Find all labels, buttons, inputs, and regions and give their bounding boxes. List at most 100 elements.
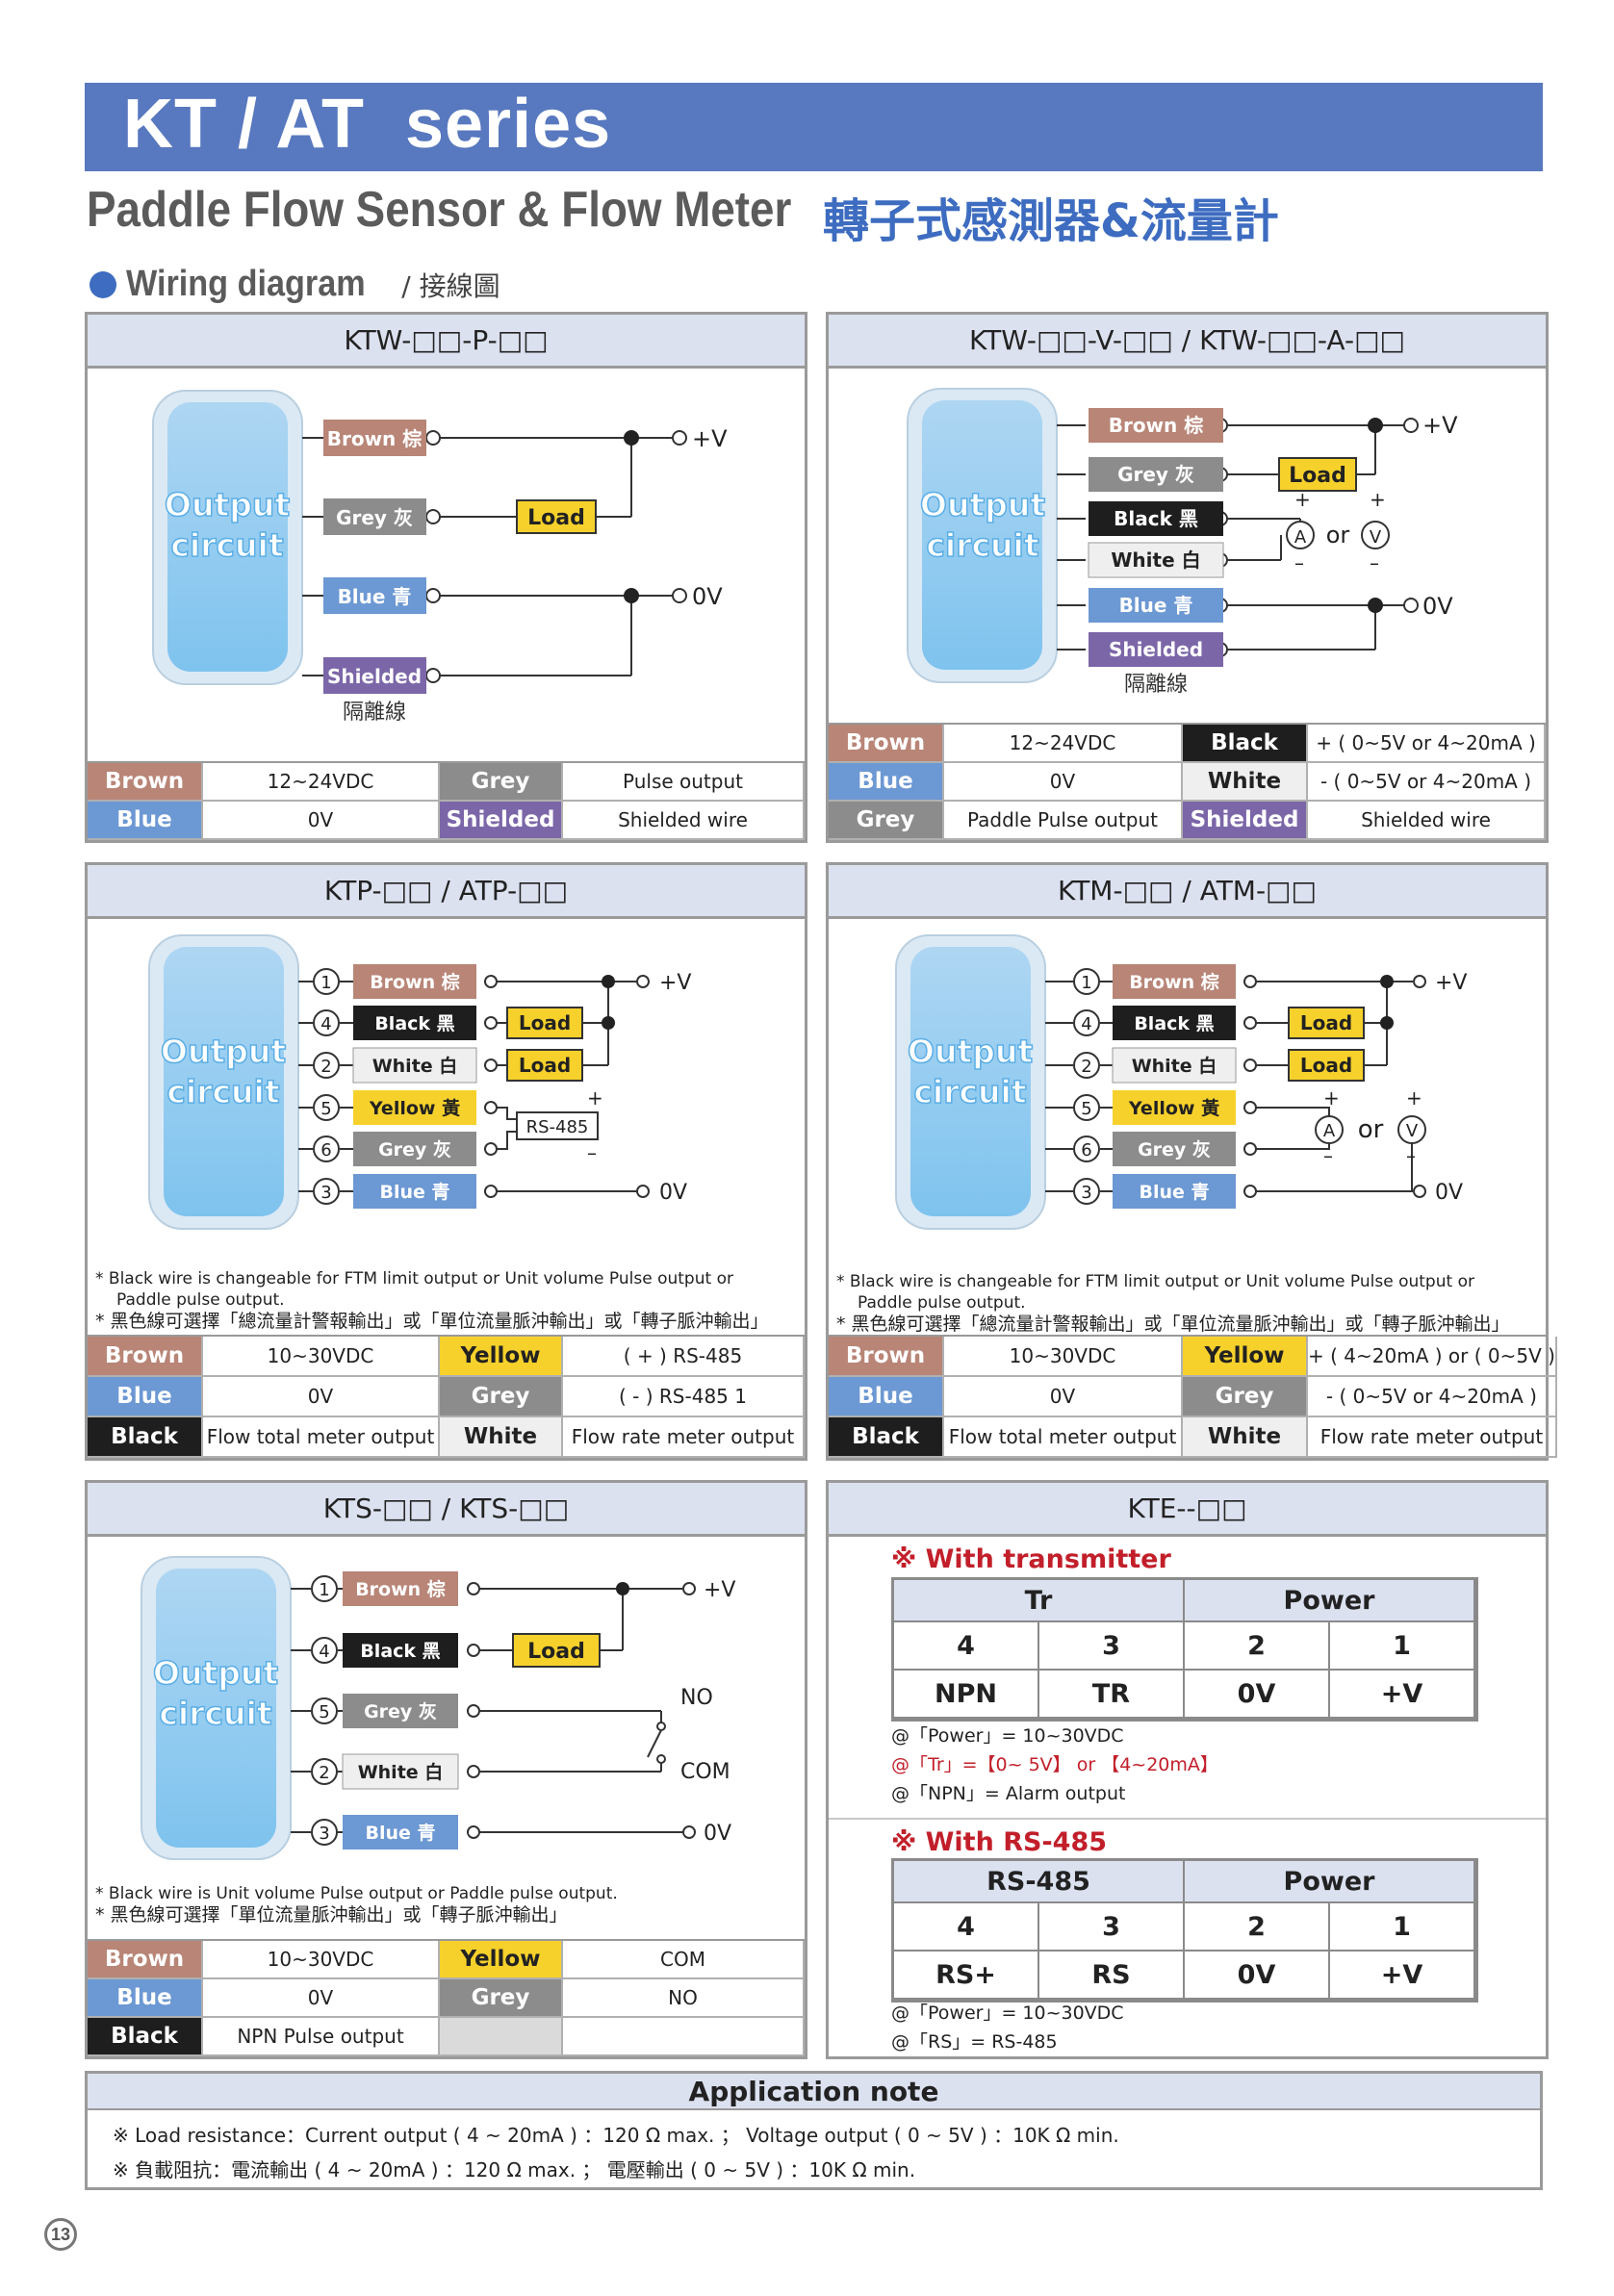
- svg-text:or: or: [1326, 522, 1350, 548]
- wiring-diagram: Output circuit 1 4: [141, 1556, 735, 1860]
- svg-text:Grey 灰: Grey 灰: [364, 1700, 437, 1722]
- svg-text:Load: Load: [527, 1640, 585, 1664]
- panel-ktm-atm: KTM-□□ / ATM-□□ Output circuit: [826, 862, 1557, 1461]
- panel-title: KTM-□□ / ATM-□□: [829, 865, 1546, 919]
- bullet-icon: [90, 270, 116, 298]
- page-title: KT / AT series: [123, 86, 612, 163]
- load-box: [516, 499, 597, 534]
- svg-text:Load: Load: [1300, 1011, 1352, 1034]
- note-en: * Black wire is changeable for FTM limit…: [836, 1272, 1510, 1335]
- svg-text:2: 2: [319, 1763, 329, 1783]
- svg-text:隔離線: 隔離線: [343, 701, 406, 725]
- page-subtitle-zh: 轉子式感測器&流量計: [823, 194, 1279, 248]
- page-number: 13: [44, 2218, 77, 2251]
- svg-text:Grey 灰: Grey 灰: [1117, 463, 1194, 486]
- svg-text:Grey 灰: Grey 灰: [1138, 1138, 1211, 1161]
- svg-text:Shielded: Shielded: [1109, 638, 1203, 661]
- svg-text:Grey 灰: Grey 灰: [336, 506, 413, 529]
- panel-ktp-atp: KTP-□□ / ATP-□□ Output circuit: [85, 862, 807, 1461]
- application-note-title: Application note: [88, 2074, 1540, 2110]
- wiring-diagram: Output circuit 1 4 2: [148, 934, 691, 1230]
- svg-text:1: 1: [320, 973, 331, 993]
- note-en: * Black wire is changeable for FTM limit…: [95, 1269, 769, 1332]
- ammeter-icon: [1315, 1115, 1344, 1144]
- svg-text:4: 4: [319, 1642, 329, 1662]
- wire-brown: [323, 420, 426, 456]
- svg-text:Brown 棕: Brown 棕: [1129, 971, 1219, 993]
- section-title: Wiring diagram: [126, 264, 366, 304]
- svg-text:5: 5: [1081, 1099, 1091, 1119]
- svg-text:+V: +V: [659, 971, 691, 995]
- svg-text:Blue 青: Blue 青: [338, 585, 412, 608]
- wire-table: Brown 10~30VDC Yellow + ( 4~20mA ) or ( …: [829, 1335, 1557, 1458]
- panel-title: KTS-□□ / KTS-□□: [88, 1483, 805, 1537]
- svg-text:1: 1: [1081, 973, 1091, 993]
- svg-text:Load: Load: [519, 1054, 571, 1077]
- wire-table: Brown 12~24VDC Grey Pulse output Blue 0V…: [88, 761, 805, 840]
- svg-text:0V: 0V: [1422, 593, 1453, 620]
- wire-table: Brown 10~30VDC Yellow COM Blue 0V Grey N…: [88, 1939, 805, 2056]
- svg-text:Black 黑: Black 黑: [360, 1641, 440, 1662]
- svg-text:Black 黑: Black 黑: [1114, 507, 1198, 530]
- svg-text:Load: Load: [1289, 464, 1346, 488]
- svg-text:Black 黑: Black 黑: [374, 1013, 454, 1034]
- svg-text:White 白: White 白: [1132, 1055, 1217, 1077]
- svg-text:+: +: [587, 1086, 603, 1110]
- svg-text:Output: Output: [920, 486, 1045, 523]
- svg-text:+V: +V: [692, 425, 728, 452]
- wire-table: Brown 10~30VDC Yellow ( + ) RS-485 Blue …: [88, 1335, 805, 1458]
- wire-grey: [323, 498, 426, 535]
- svg-text:Brown 棕: Brown 棕: [327, 427, 423, 450]
- svg-text:0V: 0V: [1435, 1181, 1463, 1205]
- svg-text:A: A: [1323, 1121, 1336, 1141]
- wiring-diagram: Output circuit Brown 棕 Grey 灰 Blue 青 Shi…: [152, 390, 728, 725]
- svg-text:A: A: [1294, 527, 1307, 548]
- svg-text:circuit: circuit: [170, 526, 284, 564]
- application-note-en: ※ Load resistance：Current output ( 4 ~ 2…: [113, 2124, 1119, 2147]
- svg-text:–: –: [1323, 1144, 1333, 1167]
- svg-text:White 白: White 白: [358, 1761, 444, 1783]
- application-note-zh: ※ 負載阻抗：電流輸出 ( 4 ~ 20mA ) ：120 Ω max. ； 電…: [113, 2158, 916, 2181]
- panel-ktw-va: KTW-□□-V-□□ / KTW-□□-A-□□ Output circuit…: [826, 312, 1549, 843]
- svg-text:4: 4: [320, 1014, 331, 1034]
- svg-text:Brown 棕: Brown 棕: [1109, 414, 1204, 437]
- wire-shielded: [323, 657, 426, 694]
- svg-text:Shielded: Shielded: [327, 665, 422, 688]
- panel-ktw-p: KTW-□□-P-□□ Output circuit Brown 棕 Grey …: [85, 312, 807, 843]
- svg-text:3: 3: [319, 1824, 329, 1844]
- page-subtitle: Paddle Flow Sensor & Flow Meter: [87, 182, 792, 238]
- panel-kte: KTE--□□ ※ With transmitter Tr Power 4 3 …: [826, 1480, 1549, 2059]
- svg-text:COM: COM: [680, 1760, 730, 1784]
- voltmeter-icon: [1397, 1115, 1426, 1144]
- svg-text:1: 1: [319, 1580, 329, 1600]
- svg-text:Yellow 黃: Yellow 黃: [369, 1097, 460, 1119]
- panel-title: KTE--□□: [829, 1483, 1546, 1537]
- svg-text:–: –: [587, 1141, 597, 1164]
- wire-blue: [323, 577, 426, 614]
- svg-text:circuit: circuit: [913, 1073, 1027, 1110]
- svg-text:3: 3: [320, 1183, 331, 1203]
- svg-text:Brown 棕: Brown 棕: [355, 1578, 446, 1600]
- svg-text:Blue 青: Blue 青: [1119, 594, 1193, 617]
- svg-text:0V: 0V: [659, 1181, 687, 1205]
- panel-kts: KTS-□□ / KTS-□□ Output circuit: [85, 1480, 807, 2059]
- svg-text:+V: +V: [704, 1578, 735, 1602]
- svg-text:6: 6: [1081, 1140, 1091, 1161]
- svg-text:0V: 0V: [704, 1822, 731, 1846]
- output-circuit-label: Output: [165, 486, 290, 523]
- svg-text:Grey 灰: Grey 灰: [378, 1138, 451, 1161]
- svg-text:+: +: [1294, 488, 1311, 511]
- note-en: * Black wire is Unit volume Pulse output…: [95, 1884, 618, 1926]
- svg-text:–: –: [1370, 551, 1379, 574]
- svg-text:2: 2: [1081, 1057, 1091, 1077]
- svg-text:or: or: [1358, 1115, 1384, 1144]
- svg-text:White 白: White 白: [372, 1055, 458, 1077]
- svg-text:4: 4: [1081, 1014, 1091, 1034]
- svg-text:Load: Load: [527, 506, 585, 530]
- svg-text:Load: Load: [1300, 1054, 1352, 1077]
- svg-text:3: 3: [1081, 1183, 1091, 1203]
- voltmeter-icon: [1361, 521, 1390, 549]
- section-title-zh: / 接線圖: [401, 269, 500, 302]
- wiring-diagram: Output circuit A V or ++ –– Brown 棕: [907, 388, 1458, 697]
- application-note: Application note ※ Load resistance：Curre…: [85, 2071, 1543, 2190]
